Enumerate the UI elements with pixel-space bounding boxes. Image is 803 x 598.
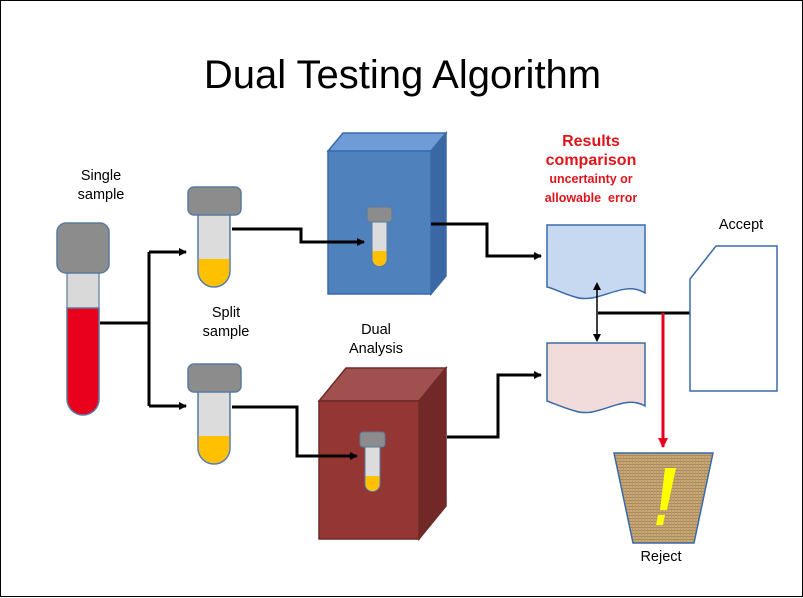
reject-bin-icon <box>613 452 714 544</box>
exclamation-icon <box>660 468 676 510</box>
split-sample-tube-bottom-icon <box>187 363 242 465</box>
split-top-tube-serum <box>198 259 230 287</box>
split-sample-label-line1: Split <box>211 305 241 321</box>
dual-analysis-label: Dual Analysis <box>331 321 421 359</box>
slide-title: Dual Testing Algorithm <box>203 53 602 97</box>
result-document-bottom-icon <box>546 342 646 414</box>
dual-analysis-label-line2: Analysis <box>349 341 403 357</box>
split-sample-label-line2: sample <box>202 324 250 340</box>
results-label-line1: Results <box>562 133 620 150</box>
single-sample-label: Single sample <box>56 167 146 205</box>
single-tube-blood <box>66 307 100 416</box>
single-sample-label-line1: Single <box>80 168 122 184</box>
split-connector <box>100 248 187 410</box>
dual-analysis-label-line1: Dual <box>361 322 391 338</box>
single-tube-cap <box>56 222 110 274</box>
single-sample-label-line2: sample <box>77 187 125 203</box>
arrow-analyzer-bottom-to-result <box>447 371 542 439</box>
results-label-line3: uncertainty or <box>549 172 633 186</box>
results-label-line4: allowable error <box>544 191 638 205</box>
split-bottom-tube-cap <box>187 363 242 393</box>
results-label-line2: comparison <box>545 152 637 169</box>
single-sample-tube-icon <box>56 222 110 416</box>
results-comparison-label: Results comparison uncertainty or allowa… <box>521 132 661 208</box>
split-top-tube-cap <box>187 186 242 216</box>
accept-document-icon <box>689 245 778 392</box>
arrow-tube-to-analyzer-top <box>232 227 365 246</box>
exclamation-dot <box>656 515 665 525</box>
split-sample-tube-top-icon <box>187 186 242 288</box>
reject-label: Reject <box>640 549 682 565</box>
analyzer-top-icon <box>326 130 448 297</box>
split-sample-label: Split sample <box>181 304 271 342</box>
arrow-analyzer-top-to-result <box>431 222 542 260</box>
arrow-tube-to-analyzer-bottom <box>232 405 358 460</box>
result-document-top-icon <box>546 224 646 300</box>
analyzer-bottom-icon <box>317 365 448 542</box>
accept-label: Accept <box>718 217 764 233</box>
split-bottom-tube-serum <box>198 436 230 464</box>
